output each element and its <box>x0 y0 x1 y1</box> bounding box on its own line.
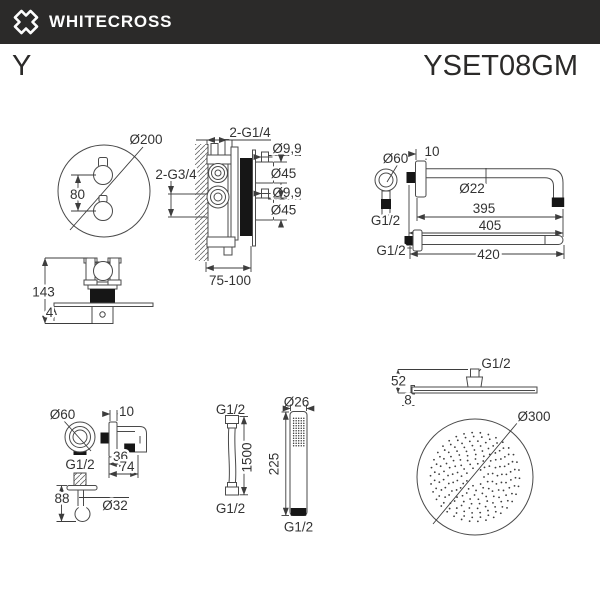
head-connector-top <box>470 368 480 378</box>
shower-arm-bent-view: Ø60 G1/2 10 Ø22 395 <box>368 142 565 237</box>
dim-arm-flange-dia: Ø60 <box>383 151 409 166</box>
dim-head-h: 52 <box>391 374 406 389</box>
arm-tube-inner <box>426 177 554 207</box>
knob-side-top <box>255 161 274 184</box>
header-bar: WHITECROSS <box>0 0 600 44</box>
holder-insert <box>125 443 135 452</box>
dim-knob-top: Ø45 <box>271 166 297 181</box>
handshower-view: Ø26 225 G1/2 <box>264 392 316 537</box>
wall-outlet-side-view: 10 36 74 <box>100 402 147 478</box>
body-plate <box>230 146 239 241</box>
dim-outlet-thread: G1/2 <box>65 457 94 472</box>
hose-nut-top <box>225 415 239 424</box>
arm-tube-outer <box>426 168 564 207</box>
dim-hose-thread-top: G1/2 <box>216 402 245 417</box>
dim-outlet-dia: Ø60 <box>50 407 76 422</box>
dim-holder-hook: Ø32 <box>102 498 128 513</box>
holder-thread-stem <box>73 472 87 486</box>
diameter-leader-line <box>69 146 144 231</box>
dim-head-thread: G1/2 <box>481 356 510 371</box>
handshower-body <box>289 411 308 516</box>
arm-flange-front <box>374 168 398 192</box>
outlet-flange-side <box>108 421 118 458</box>
headshower-side-view: G1/2 52 8 <box>388 354 538 410</box>
dim-arm-flange-thk: 10 <box>424 144 439 159</box>
valve-collar <box>90 289 115 303</box>
screw-hole <box>99 311 106 318</box>
arm-outlet-nut <box>551 197 565 207</box>
holder-hook <box>74 507 91 522</box>
dim-plate-thickness: 4 <box>46 305 54 320</box>
dim-knob-spacing: 80 <box>70 187 85 202</box>
shower-hose-view: G1/2 G1/2 1500 <box>213 400 257 519</box>
arm2-wall-flange <box>412 229 423 252</box>
dim-inlet-thread: 2-G1/4 <box>229 125 271 140</box>
dim-dial-diameter: Ø200 <box>129 132 162 147</box>
dim-arm-len1: 395 <box>473 201 496 216</box>
dim-hose-len: 1500 <box>240 442 255 472</box>
wall-outlet-front-view: Ø60 G1/2 <box>47 405 97 475</box>
dim-head-dia: Ø300 <box>517 409 550 424</box>
rough-in-box <box>240 158 252 236</box>
dim-outlet-thk: 10 <box>119 404 134 419</box>
dim-install-depth: 75-100 <box>209 273 251 288</box>
dim-hose-thread-bottom: G1/2 <box>216 501 245 516</box>
handshower-grip-band <box>290 508 307 516</box>
knob-side-bottom <box>255 197 274 221</box>
dim-arm2-len: 420 <box>477 247 500 262</box>
dim-knob-bottom: Ø45 <box>271 203 297 218</box>
head-connector-base <box>465 376 484 388</box>
thermostat-valve-side-view: 2-G1/4 2-G3/4 Ø9,9 Ø45 Ø9,9 <box>153 123 304 291</box>
dim-hand-thread: G1/2 <box>284 520 313 535</box>
dim-outlet-thread: 2-G3/4 <box>155 167 197 182</box>
headshower-front-view: Ø300 <box>416 407 553 536</box>
arm-wall-flange <box>415 160 427 198</box>
holder-bracket <box>117 426 147 453</box>
head-nozzle-pattern <box>429 431 521 523</box>
arm2-tube <box>422 235 564 245</box>
hose-body <box>227 427 230 483</box>
dim-hand-len: 225 <box>267 453 282 476</box>
brand-name: WHITECROSS <box>49 12 173 31</box>
title-row: Y YSET08GM <box>0 50 600 82</box>
handshower-spray-face <box>292 417 305 447</box>
dim-head-thk: 8 <box>404 393 412 408</box>
whitecross-logo-icon <box>13 9 39 35</box>
holder-flange <box>66 485 98 491</box>
shower-arm-straight-view: G1/2 420 <box>374 229 565 265</box>
mounting-bracket-bottom <box>206 236 236 248</box>
model-number: YSET08GM <box>423 50 578 82</box>
dim-arm-pipe-dia: Ø22 <box>459 181 485 196</box>
wall-hatching <box>195 144 208 261</box>
temperature-knob <box>93 165 113 185</box>
dim-stem-top: Ø9,9 <box>272 141 301 156</box>
dim-outlet-w: 74 <box>119 459 135 474</box>
series-title: Y <box>12 50 32 82</box>
dim-arm-len2: 405 <box>479 218 502 233</box>
escutcheon-box <box>91 306 114 324</box>
thermostat-valve-top-view: 143 4 <box>30 257 154 324</box>
dim-outlet-h: 36 <box>113 449 128 464</box>
handshower-holder-view: 88 Ø32 <box>52 472 130 522</box>
thermostat-front-view: Ø200 80 <box>57 130 165 238</box>
dim-holder-h: 88 <box>54 491 69 506</box>
dim-arm2-thread: G1/2 <box>376 243 405 258</box>
hose-nut-bottom <box>225 486 239 496</box>
inlet-stub <box>210 143 219 156</box>
outlet-stub <box>223 246 233 256</box>
dim-hand-dia: Ø26 <box>284 395 310 410</box>
dim-valve-height: 143 <box>32 285 55 300</box>
valve-cartridge <box>93 261 113 281</box>
dim-arm-thread: G1/2 <box>371 213 400 228</box>
head-plate-front <box>416 418 534 536</box>
trim-plate-profile <box>53 302 154 307</box>
volume-knob <box>93 201 113 221</box>
